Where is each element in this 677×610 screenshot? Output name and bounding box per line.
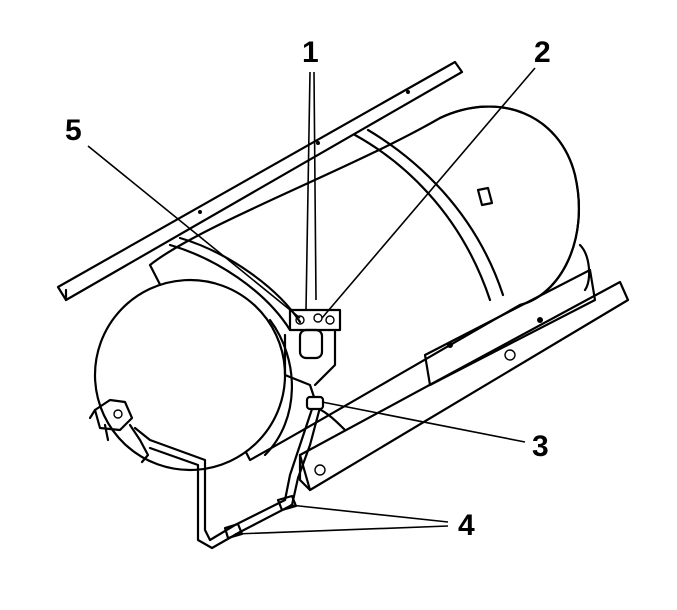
callout-2: 2 xyxy=(534,36,551,69)
fuel-lines xyxy=(133,328,347,550)
upper-frame-rail xyxy=(56,60,464,302)
leader-lines xyxy=(87,67,536,535)
lower-frame-rail xyxy=(298,243,630,492)
callout-5: 5 xyxy=(65,114,82,147)
tank-end-cap xyxy=(93,278,293,472)
callout-4: 4 xyxy=(458,509,475,542)
line-connector xyxy=(305,395,325,411)
tank-valve-fittings xyxy=(88,398,150,464)
callout-1: 1 xyxy=(302,36,319,69)
fuel-sender-assembly xyxy=(288,308,342,360)
callout-3: 3 xyxy=(532,430,549,463)
